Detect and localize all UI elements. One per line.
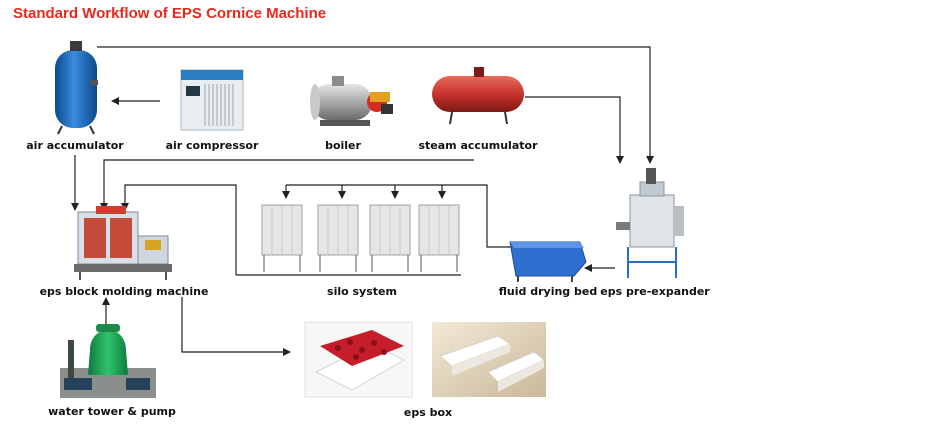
flow-connectors: [71, 46, 654, 356]
label-air-accumulator: air accumulator: [26, 139, 124, 152]
cooling-tower-icon: [60, 324, 156, 398]
diagram-title: Standard Workflow of EPS Cornice Machine: [13, 5, 327, 22]
label-block-molding-machine: eps block molding machine: [39, 285, 209, 298]
label-boiler: boiler: [325, 139, 361, 152]
label-pre-expander: eps pre-expander: [600, 285, 710, 298]
silo-2: [317, 204, 359, 272]
arrow-silo-to-block-molding: [121, 184, 237, 275]
arrow-steam-accumulator-to-pre-expander: [525, 96, 624, 164]
line-drying-bed-to-silo-header: [286, 184, 515, 248]
air-compressor-icon: [180, 69, 244, 131]
arrow-air-accumulator-to-pre-expander: [97, 46, 654, 164]
label-eps-box: eps box: [403, 406, 453, 419]
silo-bags-icon: [261, 204, 460, 272]
block-molding-machine-icon: [74, 206, 172, 280]
steam-accumulator-tank-icon: [432, 67, 524, 125]
label-water-tower: water tower & pump: [48, 405, 176, 418]
eps-box-photo-icon: [304, 321, 546, 398]
silo-3: [369, 204, 411, 272]
arrow-steam-accumulator-to-block-molding: [100, 159, 474, 211]
label-steam-accumulator: steam accumulator: [418, 139, 538, 152]
fluid-drying-bed-icon: [509, 241, 587, 282]
label-silo-system: silo system: [327, 285, 397, 298]
silo-4: [418, 204, 460, 272]
air-accumulator-tank-icon: [55, 41, 98, 135]
boiler-icon: [310, 76, 393, 126]
silo-1: [261, 204, 303, 272]
label-fluid-drying-bed: fluid drying bed: [498, 285, 598, 298]
pre-expander-icon: [616, 168, 684, 278]
label-air-compressor: air compressor: [165, 139, 259, 152]
arrow-block-molding-to-eps-box: [181, 297, 291, 356]
